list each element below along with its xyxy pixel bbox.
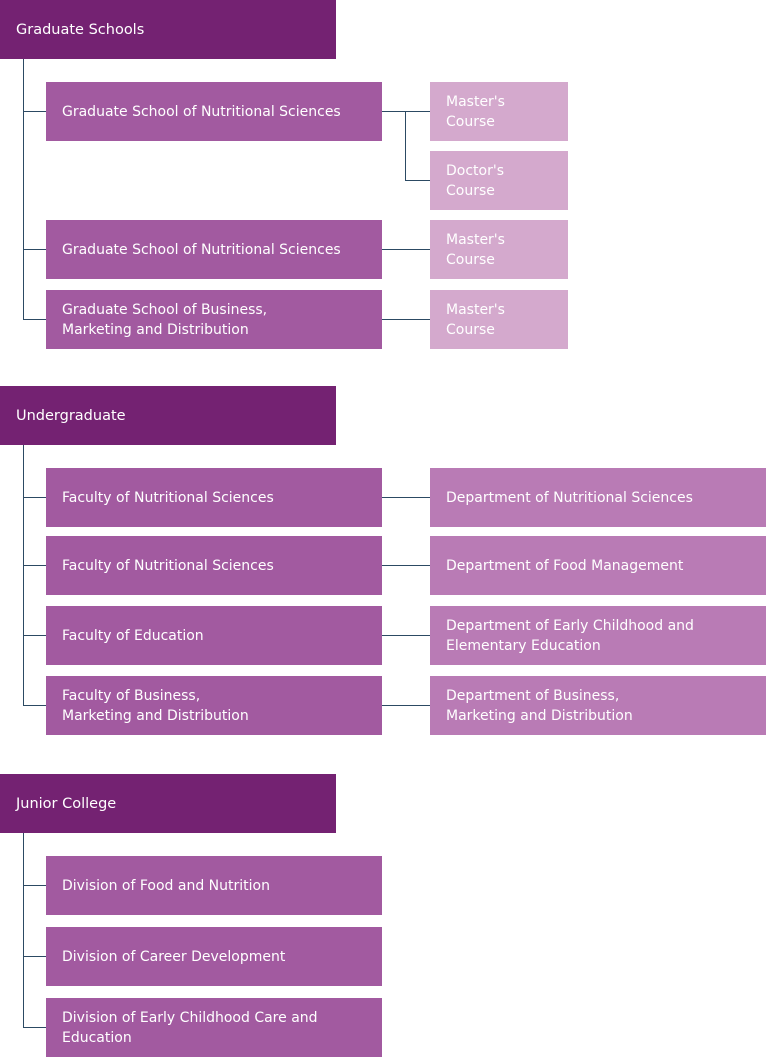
connector-line	[382, 319, 430, 321]
connector-line	[382, 635, 430, 637]
connector-line	[23, 319, 46, 321]
department-box: Department of Early Childhood and Elemen…	[430, 606, 766, 665]
connector-line	[23, 59, 25, 320]
connector-line	[23, 705, 46, 707]
faculty-box: Faculty of Business, Marketing and Distr…	[46, 676, 382, 735]
connector-line	[23, 956, 46, 958]
connector-line	[382, 249, 430, 251]
program-box: Graduate School of Nutritional Sciences	[46, 220, 382, 279]
department-box: Department of Nutritional Sciences	[430, 468, 766, 527]
connector-line	[405, 180, 430, 182]
section-header-junior-college: Junior College	[0, 774, 336, 833]
faculty-box: Faculty of Nutritional Sciences	[46, 468, 382, 527]
connector-line	[23, 445, 25, 705]
course-box: Master's Course	[430, 290, 568, 349]
division-box: Division of Early Childhood Care and Edu…	[46, 998, 382, 1057]
connector-line	[23, 1027, 46, 1029]
connector-line	[23, 497, 46, 499]
connector-line	[405, 111, 407, 180]
connector-line	[23, 635, 46, 637]
division-box: Division of Career Development	[46, 927, 382, 986]
connector-line	[382, 705, 430, 707]
program-box: Graduate School of Business, Marketing a…	[46, 290, 382, 349]
faculty-box: Faculty of Education	[46, 606, 382, 665]
connector-line	[23, 885, 46, 887]
connector-line	[23, 833, 25, 1028]
division-box: Division of Food and Nutrition	[46, 856, 382, 915]
connector-line	[382, 565, 430, 567]
course-box: Master's Course	[430, 82, 568, 141]
faculty-box: Faculty of Nutritional Sciences	[46, 536, 382, 595]
program-box: Graduate School of Nutritional Sciences	[46, 82, 382, 141]
course-box: Doctor's Course	[430, 151, 568, 210]
connector-line	[23, 249, 46, 251]
connector-line	[23, 111, 46, 113]
section-header-graduate-schools: Graduate Schools	[0, 0, 336, 59]
department-box: Department of Business, Marketing and Di…	[430, 676, 766, 735]
connector-line	[382, 497, 430, 499]
department-box: Department of Food Management	[430, 536, 766, 595]
connector-line	[23, 565, 46, 567]
section-header-undergraduate: Undergraduate	[0, 386, 336, 445]
course-box: Master's Course	[430, 220, 568, 279]
